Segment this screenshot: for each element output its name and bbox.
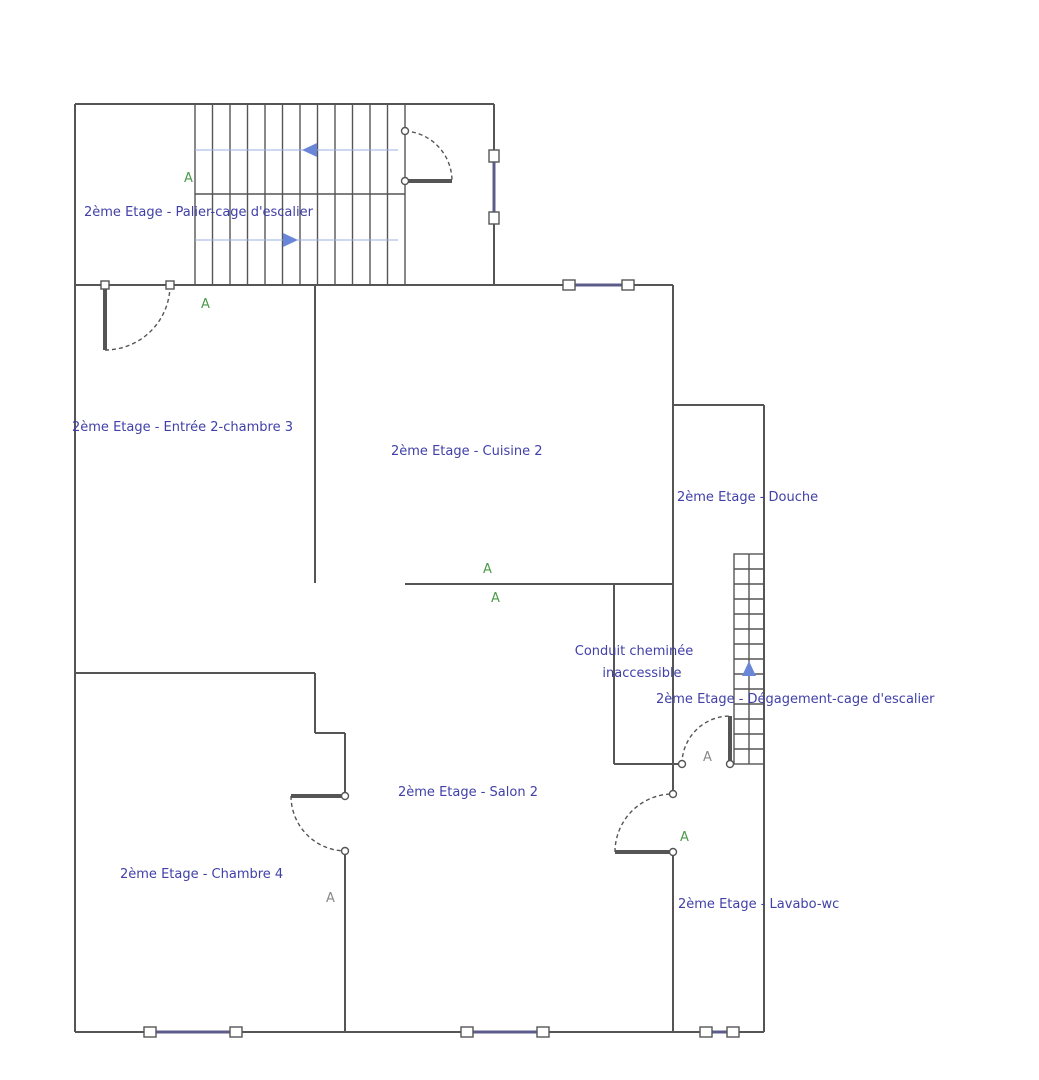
door-palier-swing bbox=[404, 130, 453, 182]
window-palier-right-end-b bbox=[488, 211, 500, 225]
room-labels: 2ème Etage - Palier-cage d'escalier 2ème… bbox=[72, 205, 935, 912]
door-lavabo-hinge-b bbox=[668, 847, 678, 857]
door-degagement-swing bbox=[681, 715, 731, 765]
window-salon-bottom-end-a bbox=[460, 1026, 474, 1038]
window-palier-right-end-a bbox=[488, 149, 500, 163]
door-entree-swing bbox=[104, 284, 171, 351]
window-cuisine-top-end-b bbox=[621, 279, 635, 291]
tag-entree-door: A bbox=[201, 297, 210, 312]
door-lavabo bbox=[614, 789, 678, 857]
door-chambre4-hinge-a bbox=[340, 791, 350, 801]
door-degagement-hinge-a bbox=[677, 759, 687, 769]
stair-arrow-up bbox=[742, 661, 756, 676]
window-salon-bottom-end-b bbox=[536, 1026, 550, 1038]
tag-lavabo: A bbox=[680, 830, 689, 845]
room-label-cuisine: 2ème Etage - Cuisine 2 bbox=[391, 444, 543, 459]
stair-palier bbox=[194, 103, 406, 286]
doors bbox=[100, 126, 735, 857]
room-label-degagement: 2ème Etage - Dégagement-cage d'escalier bbox=[656, 692, 935, 707]
door-chambre4-swing bbox=[290, 795, 346, 852]
door-chambre4-hinge-b bbox=[340, 846, 350, 856]
door-entree-jamb-a bbox=[100, 280, 110, 290]
window-lavabo-bottom-end-a bbox=[699, 1026, 713, 1038]
tag-cuisine: A bbox=[483, 562, 492, 577]
room-label-palier: 2ème Etage - Palier-cage d'escalier bbox=[84, 205, 314, 220]
door-degagement-hinge-b bbox=[725, 759, 735, 769]
room-label-douche: 2ème Etage - Douche bbox=[677, 490, 818, 505]
door-palier-hinge-b bbox=[400, 176, 410, 186]
window-palier-right bbox=[488, 149, 500, 225]
stair-arrow-left bbox=[302, 143, 317, 157]
door-lavabo-hinge-a bbox=[668, 789, 678, 799]
door-palier bbox=[400, 126, 453, 186]
door-entree-jamb-b bbox=[165, 280, 175, 290]
window-chambre4-bottom-end-b bbox=[229, 1026, 243, 1038]
tag-markers: A A A A A A A bbox=[184, 171, 712, 906]
tag-palier: A bbox=[184, 171, 193, 186]
door-entree bbox=[100, 280, 175, 351]
room-label-conduit-line1: Conduit cheminée bbox=[575, 644, 694, 659]
door-chambre4 bbox=[290, 791, 350, 856]
walls bbox=[74, 103, 765, 1033]
window-chambre4-bottom-end-a bbox=[143, 1026, 157, 1038]
window-cuisine-top bbox=[562, 279, 635, 291]
tag-salon: A bbox=[491, 591, 500, 606]
door-degagement bbox=[677, 715, 735, 769]
windows bbox=[143, 149, 740, 1038]
room-label-chambre4: 2ème Etage - Chambre 4 bbox=[120, 867, 283, 882]
room-label-salon: 2ème Etage - Salon 2 bbox=[398, 785, 538, 800]
door-palier-hinge-a bbox=[400, 126, 410, 136]
room-label-entree: 2ème Etage - Entrée 2-chambre 3 bbox=[72, 420, 293, 435]
window-chambre4-bottom bbox=[143, 1026, 243, 1038]
stair-degagement bbox=[733, 553, 765, 765]
room-label-conduit-line2: inaccessible bbox=[602, 666, 681, 681]
window-salon-bottom bbox=[460, 1026, 550, 1038]
stair-treads-top bbox=[211, 104, 389, 194]
stair-treads-right bbox=[734, 568, 764, 750]
window-lavabo-bottom-end-b bbox=[726, 1026, 740, 1038]
stair-arrow-right bbox=[283, 233, 298, 247]
tag-chambre4: A bbox=[326, 891, 335, 906]
window-lavabo-bottom bbox=[699, 1026, 740, 1038]
room-label-lavabo: 2ème Etage - Lavabo-wc bbox=[678, 897, 839, 912]
tag-degagement: A bbox=[703, 750, 712, 765]
window-cuisine-top-end-a bbox=[562, 279, 576, 291]
door-lavabo-swing bbox=[614, 793, 674, 853]
